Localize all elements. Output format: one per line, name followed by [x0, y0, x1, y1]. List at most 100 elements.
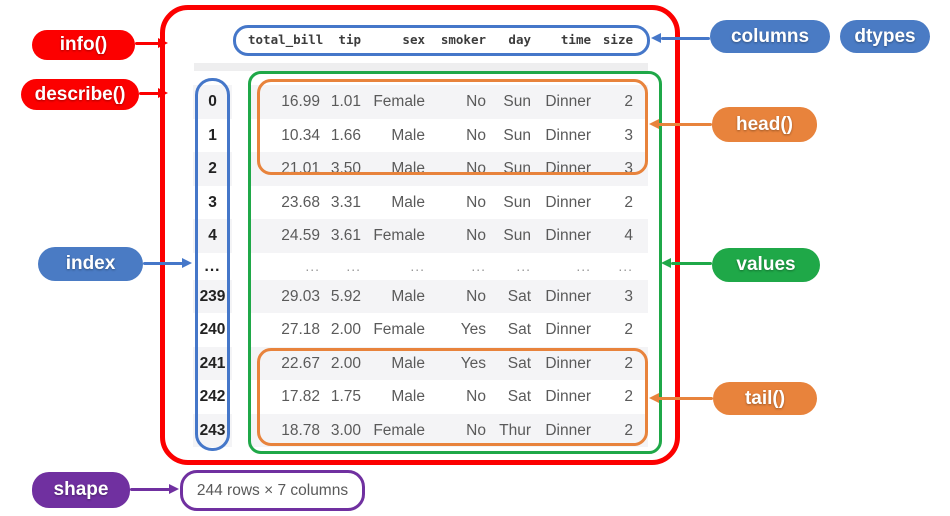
tail-rows-outline — [257, 348, 648, 446]
table-cell: 3 — [624, 287, 633, 305]
table-cell: 2 — [624, 354, 633, 372]
info-arrow — [135, 42, 159, 45]
index-cell: 241 — [193, 346, 232, 380]
column-header-time: time — [560, 32, 591, 47]
table-cell: 3.31 — [330, 193, 361, 211]
index-cell: 3 — [208, 193, 217, 211]
index-cell: ... — [204, 257, 221, 275]
shape-result-text: 244 rows × 7 columns — [196, 481, 349, 499]
table-cell: ... — [576, 257, 591, 274]
values-arrowhead — [661, 258, 671, 268]
table-cell: ... — [346, 257, 361, 274]
index-cell: 4 — [193, 219, 232, 253]
table-cell: Dinner — [545, 388, 591, 405]
columns-arrow — [661, 37, 710, 40]
values-outline — [248, 71, 662, 454]
column-header-size: size — [602, 32, 633, 47]
info-arrowhead — [158, 38, 168, 48]
index-cell: 240 — [199, 321, 226, 338]
index-arrow — [143, 262, 183, 265]
table-cell: Sun — [503, 227, 531, 244]
column-header-tip: tip — [338, 32, 361, 47]
table-cell: ... — [410, 257, 425, 274]
table-cell: 3 — [624, 126, 633, 144]
columns-outline — [233, 25, 650, 56]
table-cell: Sun — [503, 126, 531, 144]
table-cell: 3.00 — [330, 421, 361, 439]
table-cell: Male — [391, 388, 425, 405]
column-header-day: day — [508, 32, 531, 47]
table-cell: Yes — [460, 354, 486, 372]
shape-label: shape — [32, 472, 130, 508]
table-row: 22.67 2.00 Male Yes Sat Dinner 2 — [248, 346, 648, 380]
column-header-sex: sex — [402, 32, 425, 47]
table-cell: No — [466, 421, 486, 439]
table-cell: 27.18 — [281, 321, 320, 338]
table-cell: Female — [373, 93, 425, 110]
table-cell: 10.34 — [281, 126, 320, 144]
table-cell: No — [466, 227, 486, 244]
table-cell: Dinner — [545, 227, 591, 244]
table-cell: Dinner — [545, 93, 591, 110]
index-outline — [195, 78, 230, 451]
table-cell: 23.68 — [281, 193, 320, 211]
table-cell: Thur — [499, 421, 531, 439]
table-cell: 24.59 — [281, 227, 320, 244]
table-cell: 3.61 — [330, 227, 361, 244]
table-header-row: total_bill tip sex smoker day time size — [248, 25, 633, 55]
table-cell: 2 — [624, 421, 633, 439]
describe-arrowhead — [158, 88, 168, 98]
tail-label: tail() — [713, 382, 817, 415]
head-arrowhead — [649, 119, 659, 129]
table-cell: ... — [618, 257, 633, 274]
table-cell: ... — [471, 257, 486, 274]
column-header-smoker: smoker — [440, 32, 486, 47]
shape-arrow — [130, 488, 170, 491]
columns-label: columns — [710, 20, 830, 53]
table-cell: 2.00 — [330, 321, 361, 338]
table-cell: Dinner — [545, 193, 591, 211]
table-cell: No — [466, 193, 486, 211]
table-row: ..................... — [248, 253, 648, 280]
table-cell: 4 — [624, 227, 633, 244]
table-cell: No — [466, 93, 486, 110]
table-cell: Dinner — [545, 321, 591, 338]
table-cell: Male — [391, 354, 425, 372]
table-cell: Male — [391, 193, 425, 211]
dataframe-frame — [160, 5, 680, 465]
table-cell: 5.92 — [330, 287, 361, 305]
head-arrow — [658, 123, 712, 126]
table-cell: ... — [516, 257, 531, 274]
index-arrowhead — [182, 258, 192, 268]
table-cell: Female — [373, 227, 425, 244]
shape-result-box: 244 rows × 7 columns — [180, 470, 365, 511]
table-cell: 2 — [624, 388, 633, 405]
table-cell: Sat — [507, 388, 531, 405]
column-header-total_bill: total_bill — [248, 32, 324, 47]
table-cell: Female — [373, 421, 425, 439]
table-cell: 17.82 — [281, 388, 320, 405]
info-label: info() — [32, 30, 135, 60]
header-separator — [194, 63, 648, 71]
table-cell: Dinner — [545, 354, 591, 372]
table-cell: Dinner — [545, 421, 591, 439]
table-cell: Dinner — [545, 287, 591, 305]
table-cell: No — [466, 388, 486, 405]
table-cell: 22.67 — [281, 354, 320, 372]
table-cell: No — [466, 287, 486, 305]
table-cell: No — [466, 126, 486, 144]
index-cell: 239 — [193, 279, 232, 313]
table-cell: Sat — [507, 287, 531, 305]
table-cell: Sun — [503, 193, 531, 211]
dtypes-label: dtypes — [840, 20, 930, 53]
table-cell: 2.00 — [330, 354, 361, 372]
table-cell: Sat — [507, 354, 531, 372]
table-cell: Yes — [460, 321, 486, 338]
